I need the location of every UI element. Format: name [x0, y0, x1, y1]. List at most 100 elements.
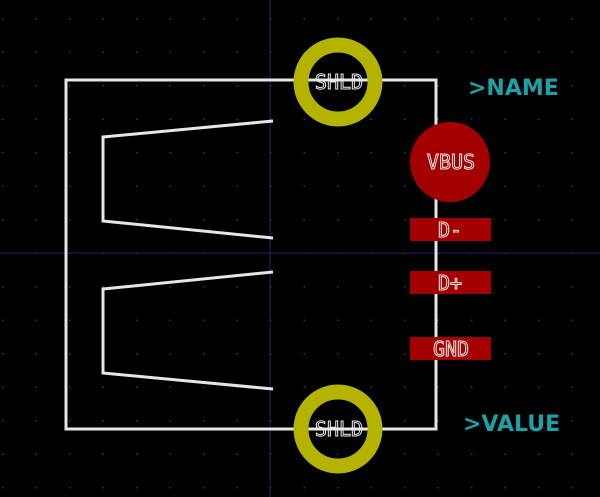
- grid-dot: [504, 386, 506, 388]
- grid-dot: [404, 118, 406, 120]
- grid-dot: [337, 319, 339, 321]
- grid-dot: [69, 219, 71, 221]
- grid-dot: [437, 420, 439, 422]
- grid-dot: [236, 386, 238, 388]
- grid-dot: [303, 386, 305, 388]
- grid-dot: [136, 353, 138, 355]
- grid-dot: [538, 353, 540, 355]
- vbus-pad[interactable]: VBUS: [410, 122, 490, 202]
- grid-dot: [337, 219, 339, 221]
- grid-dot: [136, 453, 138, 455]
- grid-dot: [2, 51, 4, 53]
- d-minus-pad-label: D-: [438, 218, 462, 242]
- grid-dot: [203, 286, 205, 288]
- grid-dot: [303, 51, 305, 53]
- grid-dot: [69, 152, 71, 154]
- grid-dot: [169, 453, 171, 455]
- grid-dot: [2, 386, 4, 388]
- grid-dot: [337, 85, 339, 87]
- reference-text[interactable]: >NAME: [468, 76, 559, 101]
- grid-dot: [102, 386, 104, 388]
- grid-dot: [203, 18, 205, 20]
- grid-dot: [471, 487, 473, 489]
- grid-dot: [504, 185, 506, 187]
- grid-dot: [337, 286, 339, 288]
- grid-dot: [169, 85, 171, 87]
- grid-dot: [404, 319, 406, 321]
- shield-pad-bottom[interactable]: SHLD: [293, 384, 383, 474]
- grid-dot: [471, 386, 473, 388]
- grid-dot: [437, 319, 439, 321]
- grid-dot: [270, 219, 272, 221]
- grid-dot: [69, 185, 71, 187]
- grid-dot: [404, 219, 406, 221]
- grid-dot: [35, 219, 37, 221]
- grid-dot: [571, 85, 573, 87]
- grid-dot: [35, 51, 37, 53]
- grid-dot: [102, 286, 104, 288]
- grid-dot: [69, 420, 71, 422]
- gnd-pad-label: GND: [433, 337, 469, 361]
- grid-dot: [504, 453, 506, 455]
- value-text[interactable]: >VALUE: [463, 412, 560, 437]
- grid-dot: [236, 152, 238, 154]
- grid-dot: [169, 185, 171, 187]
- grid-dot: [203, 51, 205, 53]
- grid-dot: [169, 319, 171, 321]
- grid-dot: [538, 185, 540, 187]
- grid-dot: [571, 219, 573, 221]
- grid-dot: [538, 453, 540, 455]
- grid-dot: [471, 420, 473, 422]
- grid-dot: [270, 386, 272, 388]
- grid-dot: [538, 487, 540, 489]
- grid-dot: [35, 353, 37, 355]
- grid-dot: [35, 453, 37, 455]
- grid-dot: [504, 353, 506, 355]
- grid-dot: [35, 286, 37, 288]
- grid-dot: [270, 453, 272, 455]
- grid-dot: [169, 420, 171, 422]
- grid-dot: [437, 85, 439, 87]
- grid-dot: [370, 118, 372, 120]
- grid-dot: [404, 51, 406, 53]
- d-minus-pad[interactable]: D-: [410, 218, 491, 243]
- grid-dot: [404, 85, 406, 87]
- grid-dot: [69, 487, 71, 489]
- grid-dot: [571, 18, 573, 20]
- grid-dot: [136, 118, 138, 120]
- grid-dot: [504, 118, 506, 120]
- grid-dot: [538, 219, 540, 221]
- grid-dot: [504, 319, 506, 321]
- grid-dot: [471, 85, 473, 87]
- grid-dot: [571, 152, 573, 154]
- d-plus-pad[interactable]: D+: [410, 271, 491, 296]
- grid-dot: [303, 185, 305, 187]
- grid-dot: [370, 353, 372, 355]
- grid-dot: [69, 51, 71, 53]
- grid-dot: [69, 118, 71, 120]
- grid-dot: [203, 420, 205, 422]
- grid-dot: [169, 152, 171, 154]
- grid-dot: [571, 386, 573, 388]
- grid-dot: [136, 420, 138, 422]
- grid-dot: [404, 286, 406, 288]
- shield-pad-top[interactable]: SHLD: [293, 37, 383, 127]
- grid-dot: [538, 420, 540, 422]
- grid-dot: [102, 85, 104, 87]
- grid-dot: [370, 219, 372, 221]
- grid-dot: [337, 420, 339, 422]
- grid-dot: [69, 453, 71, 455]
- grid-dot: [437, 453, 439, 455]
- grid-dot: [370, 51, 372, 53]
- grid-dot: [169, 18, 171, 20]
- grid-dot: [370, 386, 372, 388]
- grid-dot: [471, 51, 473, 53]
- gnd-pad[interactable]: GND: [410, 337, 491, 362]
- grid-dot: [270, 152, 272, 154]
- grid-dot: [504, 85, 506, 87]
- grid-dot: [571, 118, 573, 120]
- grid-dot: [102, 118, 104, 120]
- grid-dot: [203, 152, 205, 154]
- grid-dot: [404, 185, 406, 187]
